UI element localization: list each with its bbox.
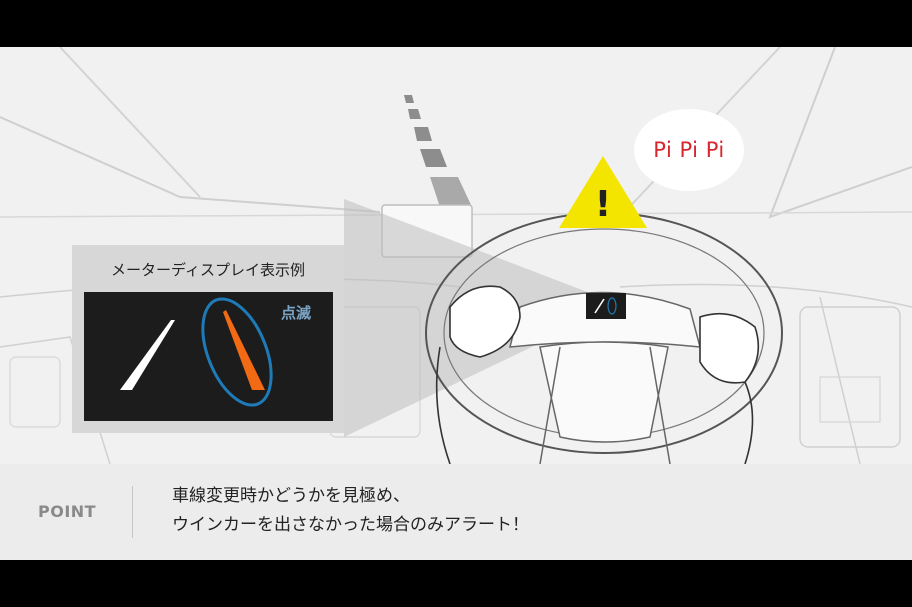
panel-title: メーターディスプレイ表示例 bbox=[111, 261, 305, 279]
alert-sound-text: Pi Pi Pi bbox=[653, 138, 725, 162]
warning-triangle-icon: ! bbox=[559, 156, 647, 228]
meter-display: 点滅 bbox=[84, 292, 333, 421]
point-line-1: 車線変更時かどうかを見極め、 bbox=[172, 486, 410, 506]
lane-line-icon bbox=[404, 95, 472, 207]
meter-graphic bbox=[120, 297, 273, 407]
cockpit-scene: メーターディスプレイ表示例 点滅 ! Pi Pi Pi bbox=[0, 47, 912, 464]
point-bar: POINT 車線変更時かどうかを見極め、 ウインカーを出さなかった場合のみアラー… bbox=[0, 464, 912, 560]
warning-symbol: ! bbox=[595, 184, 611, 225]
blink-label: 点滅 bbox=[280, 304, 311, 322]
lane-line-icon bbox=[120, 320, 175, 390]
point-line-2: ウインカーを出さなかった場合のみアラート！ bbox=[172, 515, 529, 535]
point-label: POINT bbox=[38, 502, 97, 521]
indicator-needle-icon bbox=[223, 310, 265, 390]
steering-wheel-icon bbox=[425, 212, 783, 464]
point-divider bbox=[132, 486, 133, 538]
point-description: 車線変更時かどうかを見極め、 ウインカーを出さなかった場合のみアラート！ bbox=[172, 482, 529, 540]
display-example-panel: メーターディスプレイ表示例 点滅 bbox=[72, 245, 344, 433]
speech-bubble-icon: Pi Pi Pi bbox=[634, 109, 744, 191]
blink-ring-icon bbox=[201, 297, 273, 407]
